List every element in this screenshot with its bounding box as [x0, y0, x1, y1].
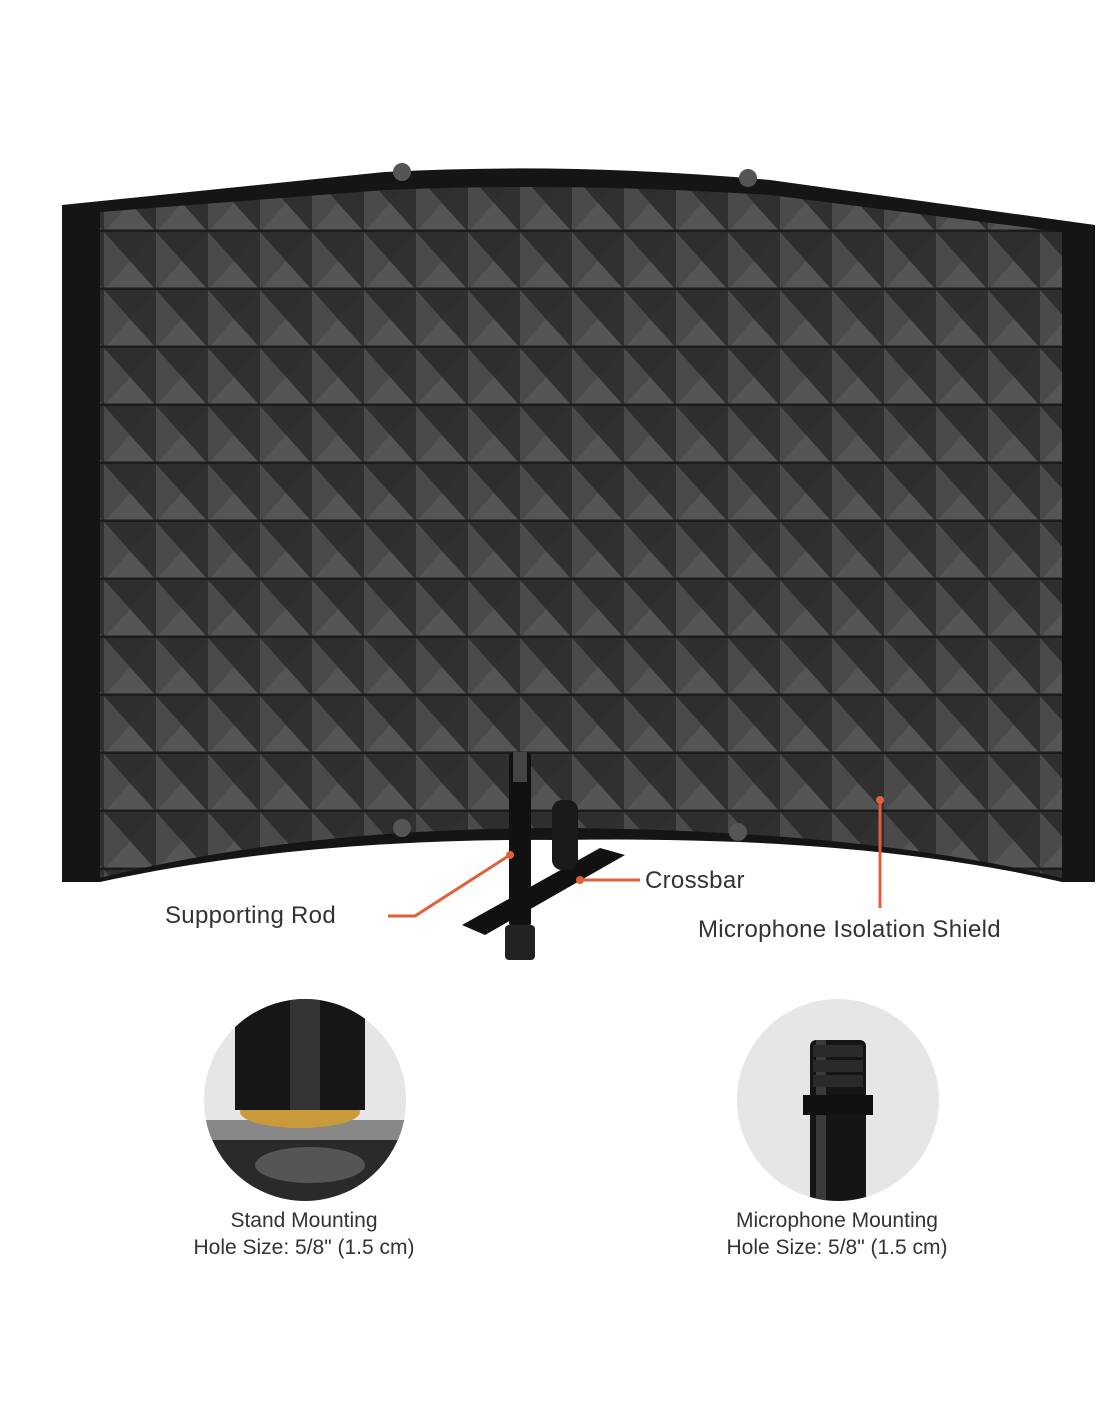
- supporting-rod-and-crossbar: [462, 752, 625, 960]
- stand-mount-title: Stand Mounting: [230, 1209, 378, 1232]
- isolation-shield-label: Microphone Isolation Shield: [698, 916, 1001, 943]
- supporting-rod-label: Supporting Rod: [165, 902, 336, 929]
- callout-lines: [388, 800, 882, 918]
- isolation-shield: [62, 163, 1095, 882]
- mic-mount-size: Hole Size: 5/8" (1.5 cm): [726, 1236, 948, 1259]
- stand-mount-size: Hole Size: 5/8" (1.5 cm): [193, 1236, 415, 1259]
- mic-mount-title: Microphone Mounting: [736, 1209, 938, 1232]
- mic-mount-detail-image: [737, 999, 939, 1201]
- mic-mount-caption: Microphone Mounting Hole Size: 5/8" (1.5…: [657, 1207, 1017, 1261]
- crossbar-label: Crossbar: [645, 867, 745, 894]
- stand-mount-detail-image: [204, 999, 406, 1201]
- stand-mount-caption: Stand Mounting Hole Size: 5/8" (1.5 cm): [124, 1207, 484, 1261]
